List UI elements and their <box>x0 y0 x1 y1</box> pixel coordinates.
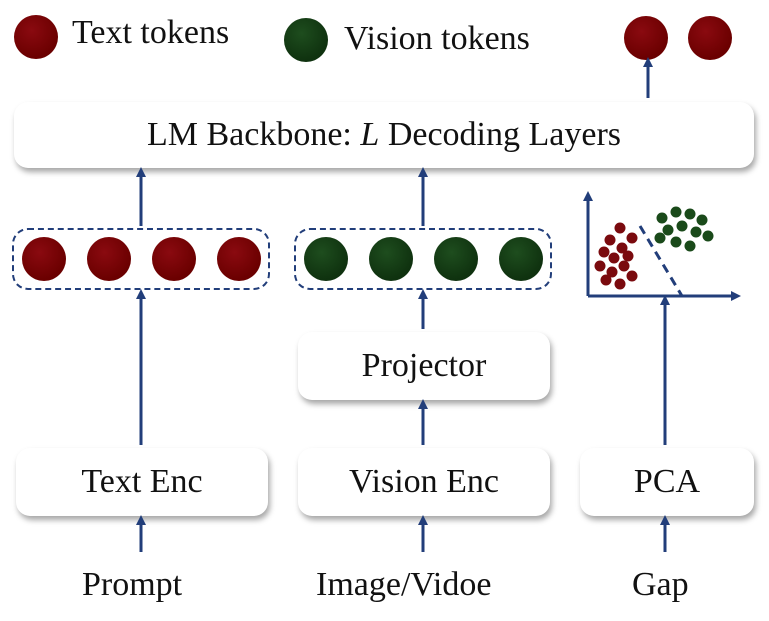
scatter-red-cluster <box>594 222 638 290</box>
gap-label: Gap <box>632 566 689 603</box>
lm-backbone-box: LM Backbone: L Decoding Layers <box>14 102 754 168</box>
output-token-1 <box>624 16 668 60</box>
vision-token <box>369 237 413 281</box>
pca-box: PCA <box>580 448 754 516</box>
backbone-prefix: LM Backbone: <box>146 116 361 153</box>
text-token <box>152 237 196 281</box>
image-video-label: Image/Vidoe <box>316 566 492 603</box>
vision-encoder-box: Vision Enc <box>298 448 550 516</box>
vision-token <box>304 237 348 281</box>
output-token-2 <box>688 16 732 60</box>
scatter-green-cluster <box>654 206 714 252</box>
backbone-suffix: Decoding Layers <box>379 116 621 153</box>
legend-text-tokens-label: Text tokens <box>72 14 230 51</box>
legend-text-token-icon <box>14 15 58 59</box>
vision-token <box>434 237 478 281</box>
projector-box: Projector <box>298 332 550 400</box>
text-token <box>217 237 261 281</box>
text-token <box>87 237 131 281</box>
prompt-label: Prompt <box>82 566 183 603</box>
vision-token <box>499 237 543 281</box>
backbone-variable: L <box>360 116 380 153</box>
text-token <box>22 237 66 281</box>
legend-vision-tokens-label: Vision tokens <box>344 20 530 57</box>
scatter-separator <box>638 225 684 297</box>
text-encoder-box: Text Enc <box>16 448 268 516</box>
legend-vision-token-icon <box>284 18 328 62</box>
